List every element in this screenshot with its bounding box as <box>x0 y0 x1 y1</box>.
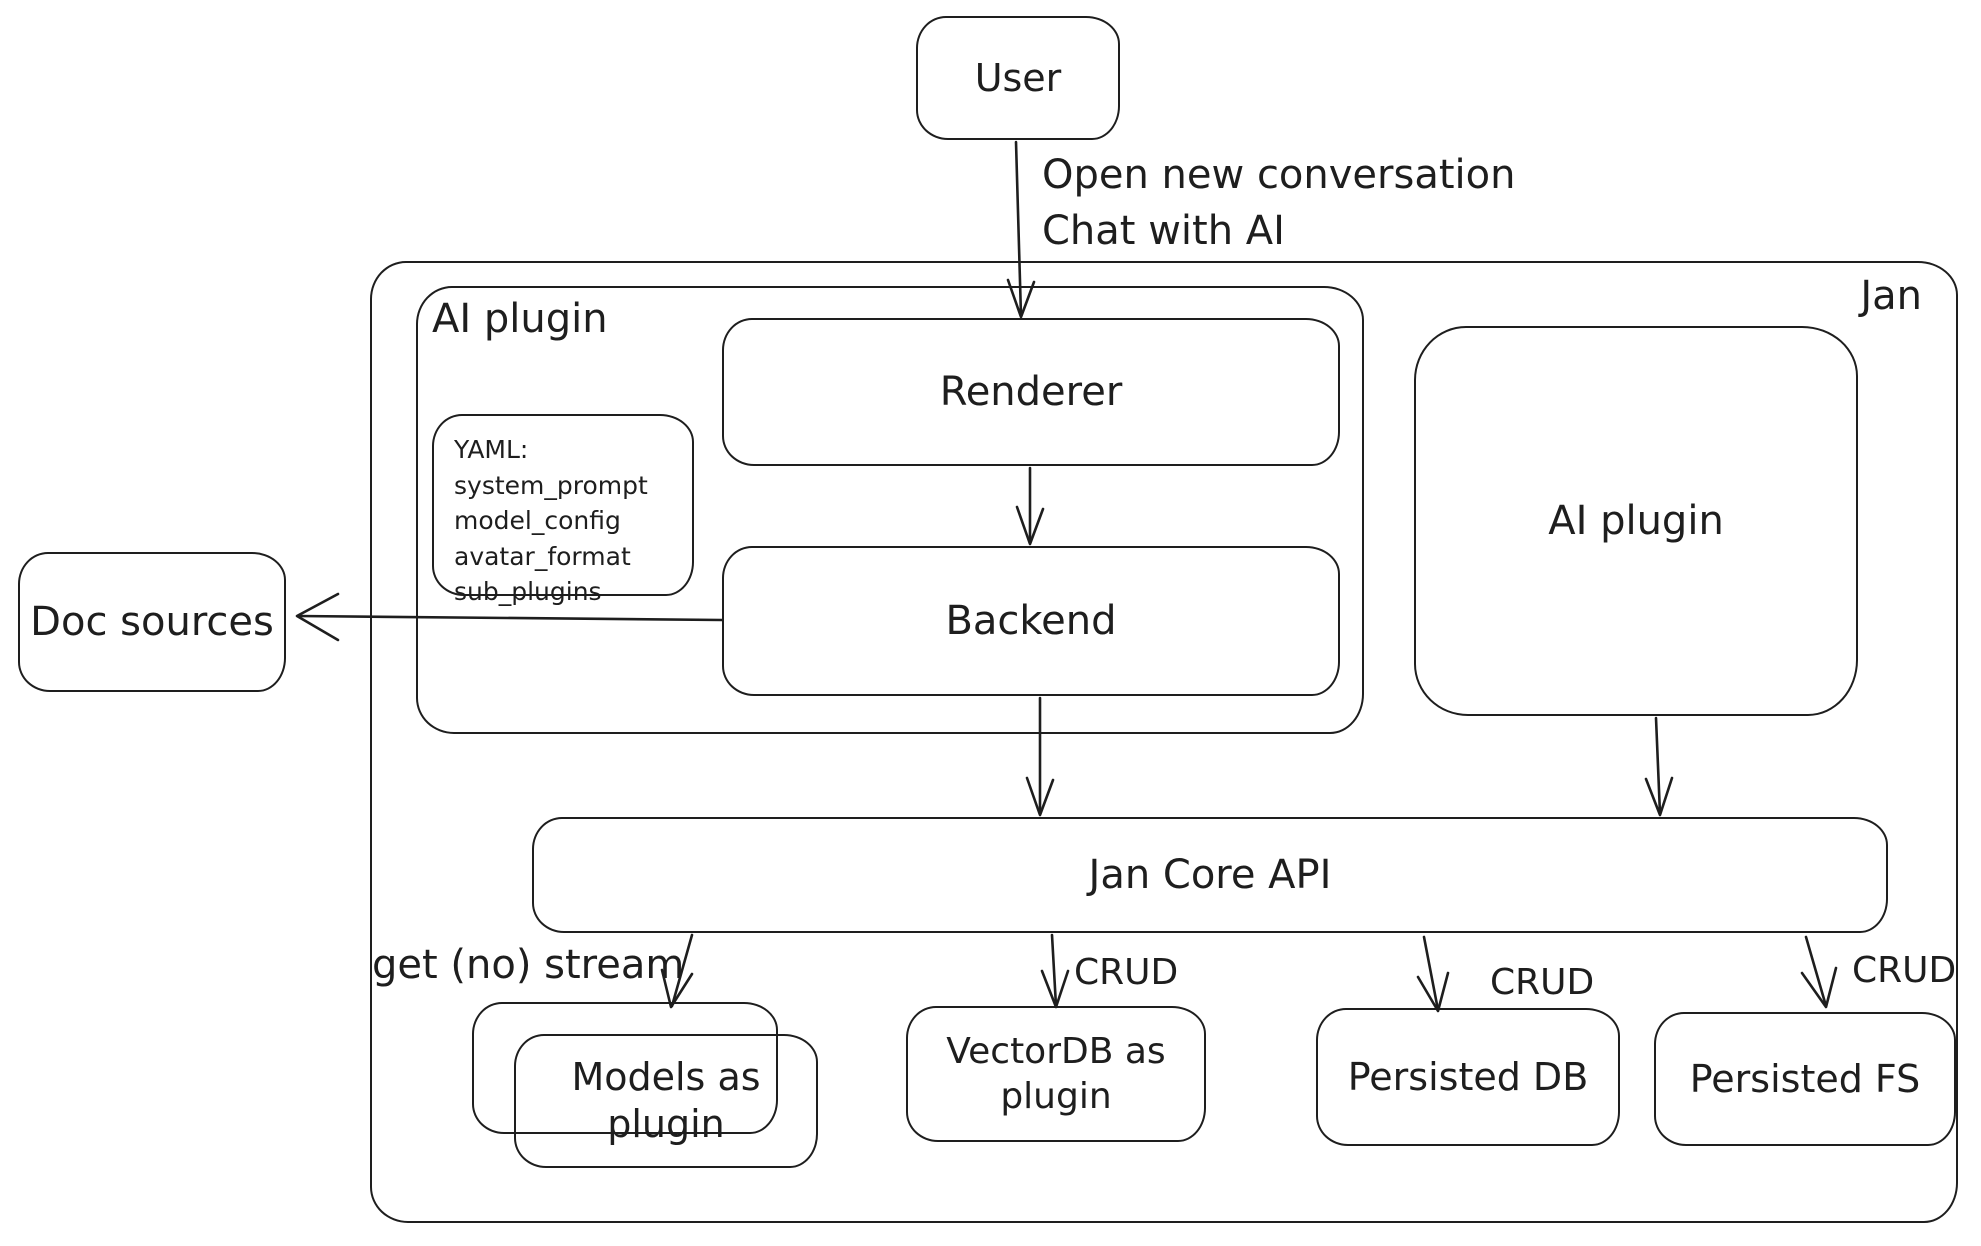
models-as-plugin-back-box <box>472 1002 778 1134</box>
ai-plugin-node: AI plugin <box>1414 326 1858 716</box>
persisted-fs-label: Persisted FS <box>1689 1057 1921 1101</box>
jan-container-label: Jan <box>1860 273 1922 319</box>
models-as-plugin-label: Models as plugin <box>571 1054 761 1147</box>
persisted-db-label: Persisted DB <box>1347 1055 1589 1099</box>
doc-sources-node: Doc sources <box>18 552 286 692</box>
edge-label-open-conversation: Open new conversation <box>1042 152 1516 198</box>
edge-label-crud-vectordb: CRUD <box>1074 952 1179 993</box>
edge-label-get-no-stream: get (no) stream <box>372 942 685 988</box>
vectordb-as-plugin-node: VectorDB as plugin <box>906 1006 1206 1142</box>
yaml-note: YAML: system_prompt model_config avatar_… <box>432 414 694 606</box>
vectordb-as-plugin-label: VectorDB as plugin <box>946 1031 1166 1117</box>
ai-plugin-label: AI plugin <box>1548 498 1724 544</box>
ai-plugin-container: AI plugin <box>416 286 1364 734</box>
persisted-db-node: Persisted DB <box>1316 1008 1620 1146</box>
yaml-note-line: model_config <box>454 506 621 535</box>
edge-label-crud-fs: CRUD <box>1852 950 1957 991</box>
yaml-note-line: sub_plugins <box>454 577 602 606</box>
renderer-node: Renderer <box>722 318 1340 466</box>
edge-label-crud-db: CRUD <box>1490 962 1595 1003</box>
jan-container: Jan <box>370 261 1958 1223</box>
yaml-note-line: system_prompt <box>454 470 648 500</box>
yaml-note-title: YAML: <box>454 435 529 464</box>
user-node: User <box>916 16 1120 140</box>
user-label: User <box>974 56 1062 100</box>
doc-sources-label: Doc sources <box>30 599 274 645</box>
ai-plugin-container-label: AI plugin <box>432 296 608 342</box>
jan-core-api-node: Jan Core API <box>532 817 1888 933</box>
backend-node: Backend <box>722 546 1340 696</box>
backend-label: Backend <box>945 598 1117 644</box>
renderer-label: Renderer <box>939 369 1123 415</box>
edge-label-chat-with-ai: Chat with AI <box>1042 208 1285 254</box>
persisted-fs-node: Persisted FS <box>1654 1012 1956 1146</box>
yaml-note-line: avatar_format <box>454 541 631 571</box>
jan-core-api-label: Jan Core API <box>1088 852 1332 898</box>
models-as-plugin-node: Models as plugin <box>514 1034 818 1168</box>
